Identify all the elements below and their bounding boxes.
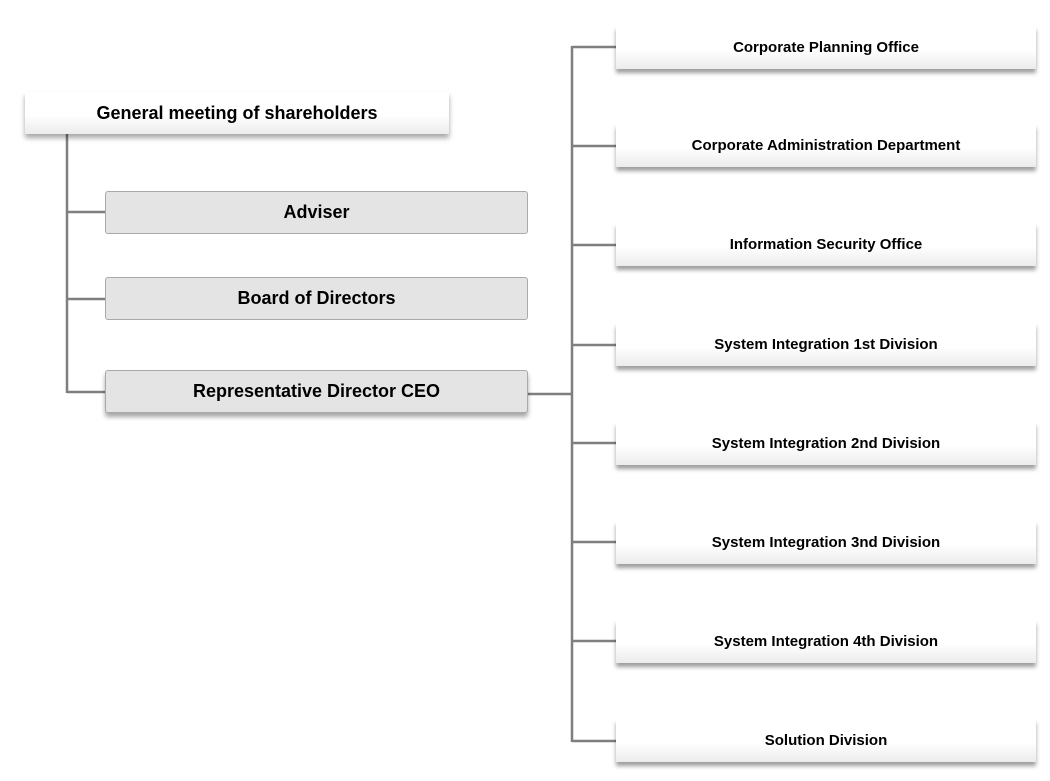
node-label: System Integration 2nd Division: [711, 435, 941, 452]
node-label: Representative Director CEO: [192, 381, 441, 401]
node-label: Adviser: [283, 202, 350, 222]
dept-node-si-3nd: System Integration 3nd Division: [616, 521, 1036, 564]
node-label: Solution Division: [764, 732, 888, 749]
node-label: System Integration 4th Division: [713, 633, 939, 650]
dept-node-si-2nd: System Integration 2nd Division: [616, 422, 1036, 465]
dept-node-information-security: Information Security Office: [616, 223, 1036, 266]
dept-node-si-4th: System Integration 4th Division: [616, 620, 1036, 663]
node-label: System Integration 3nd Division: [711, 534, 941, 551]
dept-node-corporate-planning: Corporate Planning Office: [616, 26, 1036, 69]
node-label: Board of Directors: [237, 288, 396, 308]
shareholders-meeting-node: General meeting of shareholders: [25, 92, 449, 134]
adviser-node: Adviser: [105, 191, 528, 234]
node-label: Corporate Administration Department: [691, 137, 961, 154]
node-label: Corporate Planning Office: [733, 39, 919, 56]
dept-node-solution: Solution Division: [616, 719, 1036, 762]
board-of-directors-node: Board of Directors: [105, 277, 528, 320]
dept-node-si-1st: System Integration 1st Division: [616, 323, 1036, 366]
dept-node-corporate-administration: Corporate Administration Department: [616, 124, 1036, 167]
ceo-node: Representative Director CEO: [105, 370, 528, 413]
node-label: General meeting of shareholders: [96, 102, 378, 123]
node-label: Information Security Office: [729, 236, 923, 253]
node-label: System Integration 1st Division: [714, 336, 938, 353]
